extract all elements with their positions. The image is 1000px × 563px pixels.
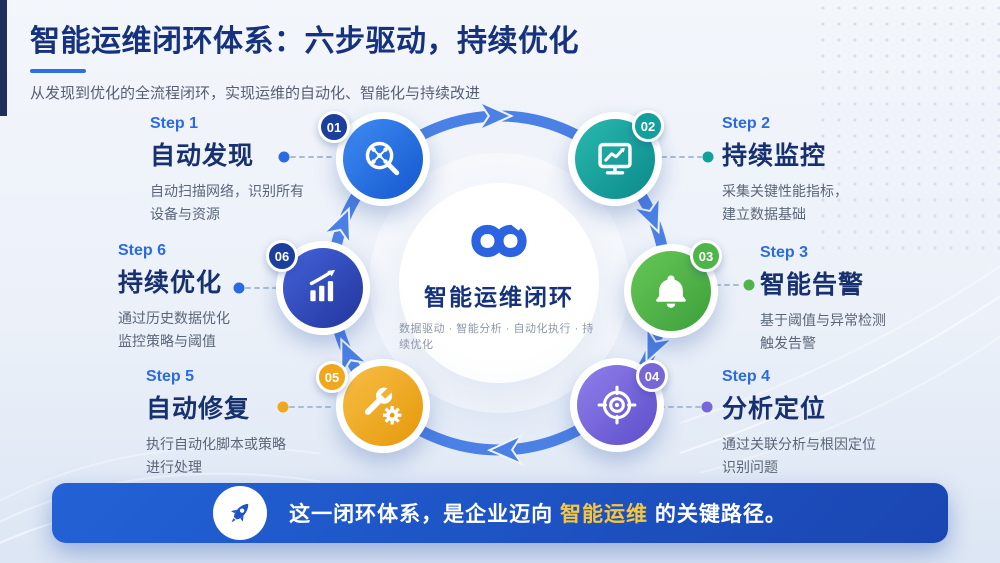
step-desc: 通过历史数据优化 监控策略与阈值 <box>118 307 268 352</box>
banner-suffix: 的关键路径。 <box>648 503 787 526</box>
connector-step-1 <box>278 151 334 163</box>
infinity-logo-icon <box>471 219 527 258</box>
step-desc: 通过关联分析与根因定位 识别问题 <box>722 433 897 478</box>
step-desc: 执行自动化脚本或策略 进行处理 <box>146 433 311 478</box>
step-card-5: Step 5 自动修复 执行自动化脚本或策略 进行处理 <box>146 368 311 478</box>
banner-text: 这一闭环体系，是企业迈向 智能运维 的关键路径。 <box>289 498 787 528</box>
left-accent-bar <box>0 0 7 116</box>
step-desc-line2: 建立数据基础 <box>722 205 806 222</box>
page-title: 智能运维闭环体系：六步驱动，持续优化 <box>30 25 579 58</box>
step-desc-line2: 触发告警 <box>760 334 816 351</box>
step-name: 智能告警 <box>760 271 865 299</box>
rocket-icon-circle <box>213 486 268 540</box>
step-desc-line1: 执行自动化脚本或策略 <box>146 436 286 452</box>
step-desc-line1: 基于阈值与异常检测 <box>760 312 886 328</box>
arrowhead-icon <box>486 432 525 467</box>
badge-step-4: 04 <box>636 360 668 392</box>
summary-banner: 这一闭环体系，是企业迈向 智能运维 的关键路径。 <box>52 483 948 543</box>
node-step-1 <box>336 112 430 206</box>
magnifier-network-icon <box>365 141 400 176</box>
rocket-icon <box>231 503 249 523</box>
page-subtitle: 从发现到优化的全流程闭环，实现运维的自动化、智能化与持续改进 <box>30 85 481 102</box>
step-name: 持续监控 <box>722 142 827 170</box>
node-step-5 <box>336 359 430 453</box>
connector-step-5 <box>277 401 335 413</box>
badge-step-6: 06 <box>266 240 298 272</box>
step-label: Step 3 <box>760 244 809 261</box>
arrowhead-icon <box>476 99 514 133</box>
header: 智能运维闭环体系：六步驱动，持续优化 从发现到优化的全流程闭环，实现运维的自动化… <box>30 16 579 103</box>
hub-tagline: 数据驱动 · 智能分析 · 自动化执行 · 持续优化 <box>399 323 594 351</box>
step-label: Step 5 <box>146 368 195 385</box>
step-name: 自动发现 <box>150 142 255 170</box>
connector-step-3 <box>715 279 755 291</box>
arrowhead-icon <box>629 193 661 235</box>
step-desc-line1: 通过历史数据优化 <box>118 310 230 326</box>
hub-title: 智能运维闭环 <box>424 284 574 310</box>
step-card-6: Step 6 持续优化 通过历史数据优化 监控策略与阈值 <box>118 242 268 352</box>
banner-prefix: 这一闭环体系，是企业迈向 <box>289 503 560 526</box>
step-name: 分析定位 <box>722 395 827 423</box>
step-desc-line1: 通过关联分析与根因定位 <box>722 436 876 452</box>
badge-step-3: 03 <box>690 240 722 272</box>
monitor-chart-icon <box>598 142 632 175</box>
center-hub: 智能运维闭环 数据驱动 · 智能分析 · 自动化执行 · 持续优化 <box>399 183 599 383</box>
connector-step-6 <box>233 282 278 294</box>
bell-icon <box>656 275 686 308</box>
badge-step-2: 02 <box>632 110 664 142</box>
wave-decoration-right <box>680 265 1000 473</box>
step-name: 持续优化 <box>118 269 223 297</box>
step-card-4: Step 4 分析定位 通过关联分析与根因定位 识别问题 <box>722 368 897 478</box>
step-desc-line1: 采集关键性能指标， <box>722 183 848 199</box>
node-step-3 <box>624 244 718 338</box>
step-desc-line2: 设备与资源 <box>150 205 220 222</box>
step-desc: 基于阈值与异常检测 触发告警 <box>760 309 925 354</box>
connector-step-2 <box>661 151 714 163</box>
badge-step-1: 01 <box>318 111 350 143</box>
step-desc-line2: 进行处理 <box>146 458 202 475</box>
step-label: Step 4 <box>722 368 771 385</box>
step-desc-line2: 监控策略与阈值 <box>118 332 216 349</box>
target-icon <box>597 385 637 425</box>
step-desc-line2: 识别问题 <box>722 458 778 475</box>
step-label: Step 1 <box>150 115 199 132</box>
step-desc: 采集关键性能指标， 建立数据基础 <box>722 180 887 225</box>
arrowhead-icon <box>320 206 352 248</box>
title-underline <box>30 69 86 73</box>
dot-grid-decoration <box>815 0 1000 250</box>
step-card-2: Step 2 持续监控 采集关键性能指标， 建立数据基础 <box>722 115 887 225</box>
step-label: Step 6 <box>118 242 167 259</box>
bar-chart-arrow-icon <box>309 269 336 302</box>
node-step-6 <box>276 241 370 335</box>
step-name: 自动修复 <box>146 395 251 423</box>
step-desc-line1: 自动扫描网络，识别所有 <box>150 183 304 199</box>
connector-step-4 <box>659 401 713 413</box>
step-card-3: Step 3 智能告警 基于阈值与异常检测 触发告警 <box>760 244 925 354</box>
step-label: Step 2 <box>722 115 771 132</box>
step-desc: 自动扫描网络，识别所有 设备与资源 <box>150 180 315 225</box>
step-card-1: Step 1 自动发现 自动扫描网络，识别所有 设备与资源 <box>150 115 315 225</box>
badge-step-5: 05 <box>316 361 348 393</box>
wrench-gear-icon <box>364 387 402 425</box>
banner-highlight: 智能运维 <box>560 503 648 526</box>
